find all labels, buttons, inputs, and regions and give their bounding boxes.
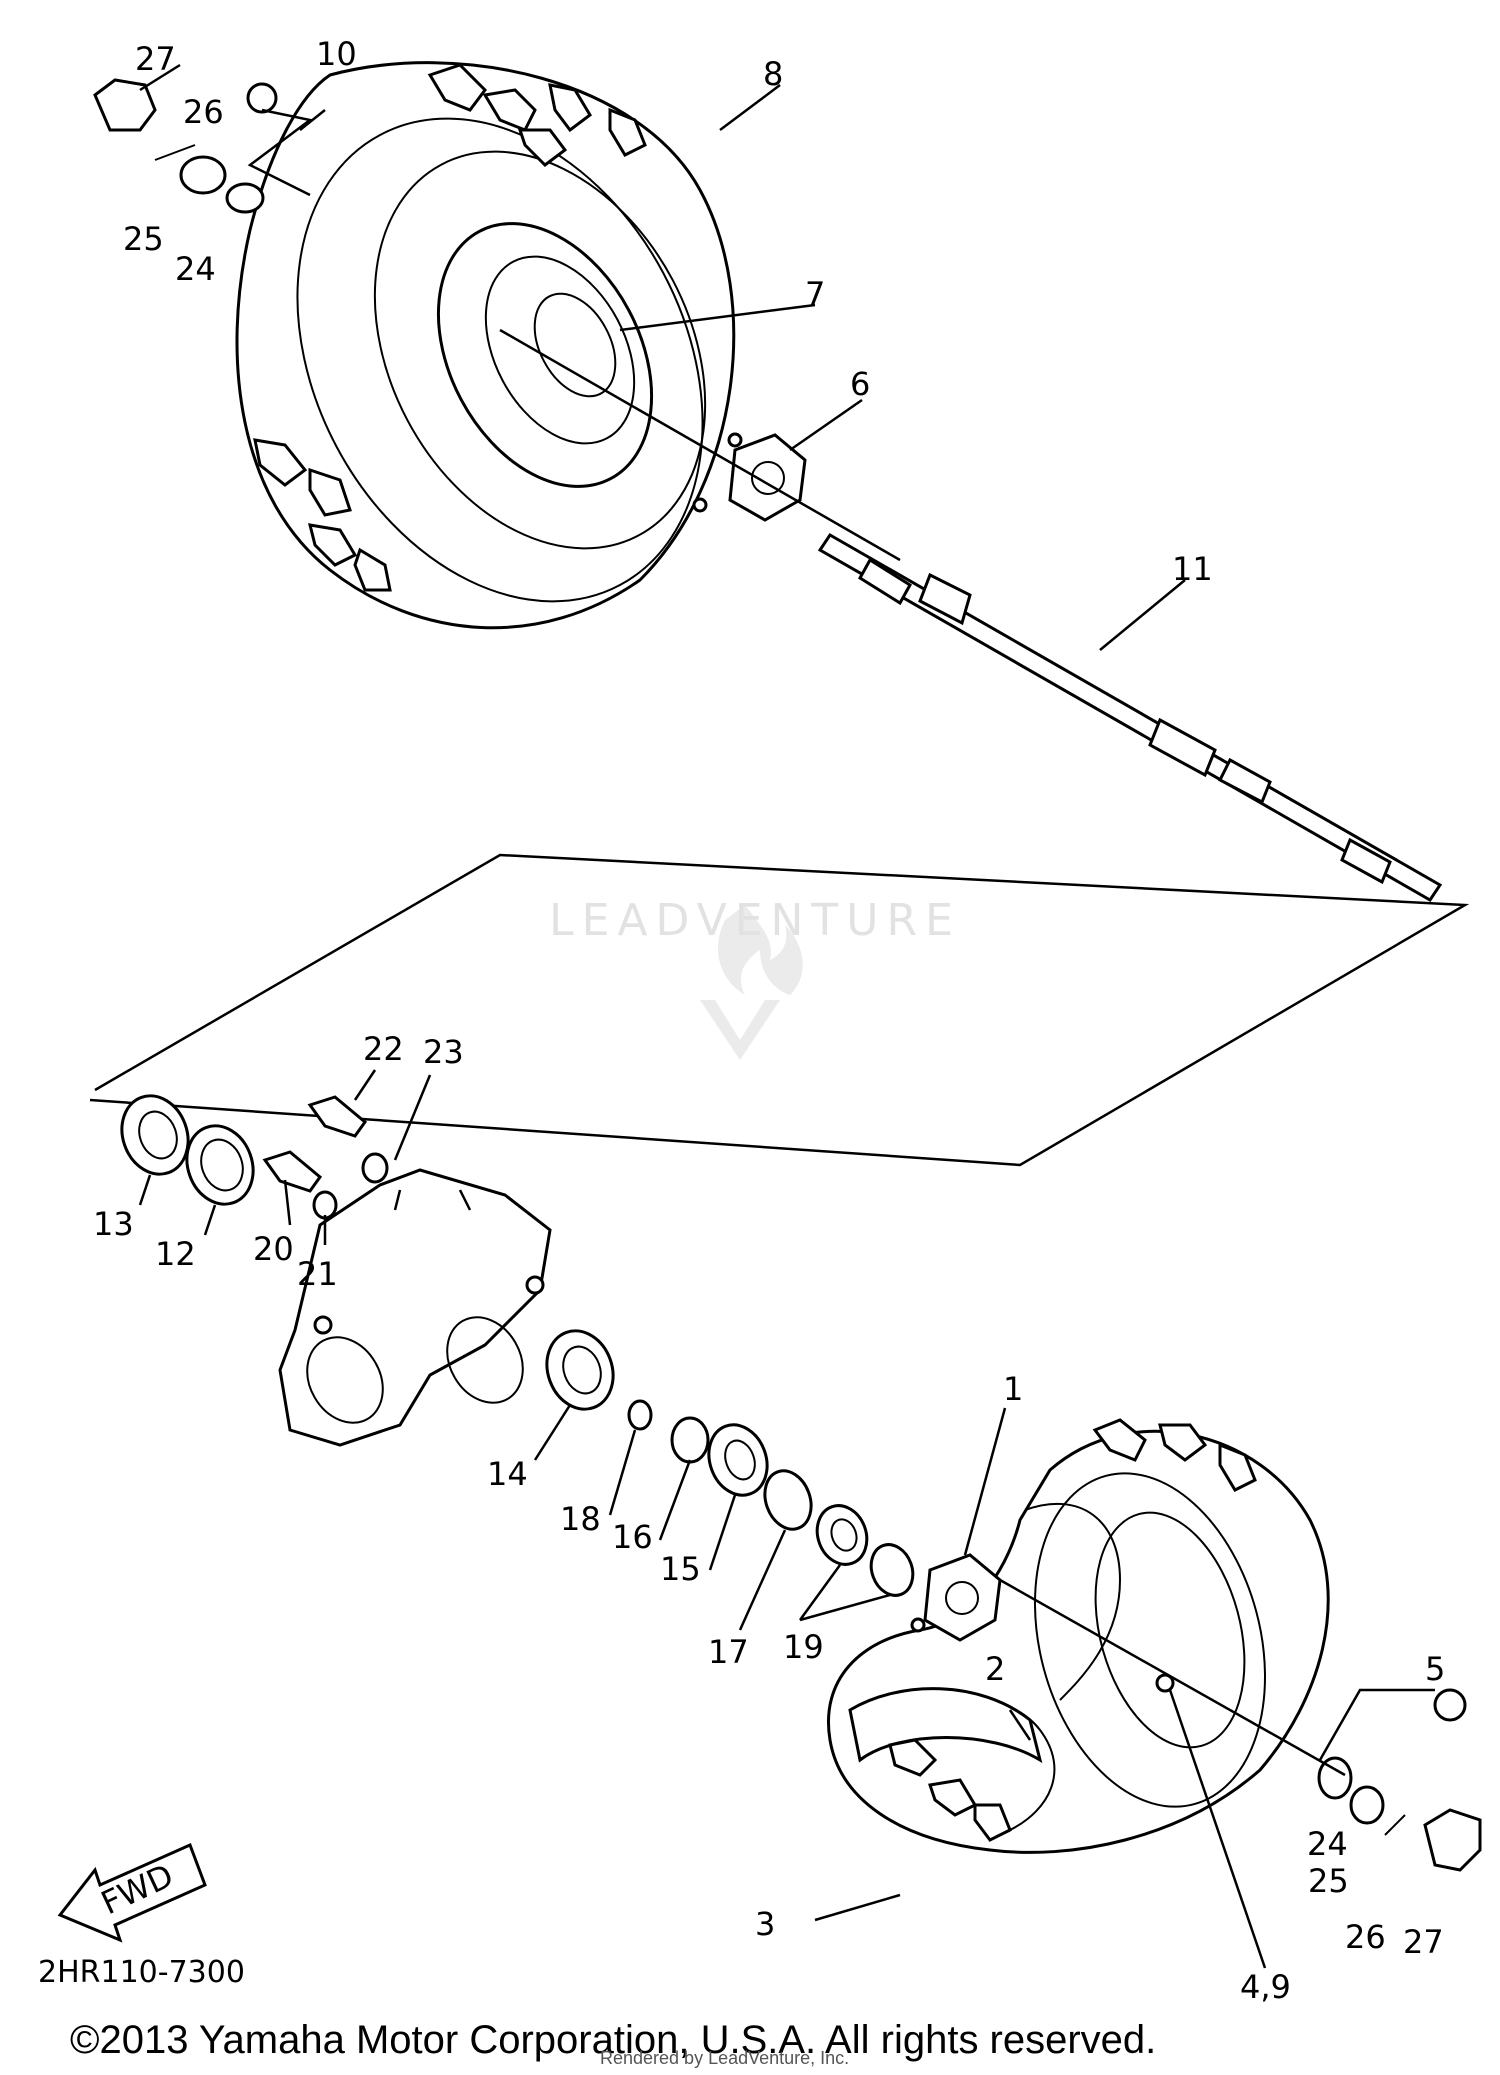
callout-19: 19 <box>783 1628 824 1666</box>
seal-14 <box>545 1329 615 1411</box>
callout-1: 1 <box>1003 1370 1023 1408</box>
axle <box>817 533 1443 902</box>
watermark-logo-icon <box>700 905 803 1060</box>
nut-10 <box>246 82 278 114</box>
callout-8: 8 <box>763 55 783 93</box>
bearing-12 <box>185 1124 255 1206</box>
bearing-15 <box>707 1423 769 1497</box>
callout-labels: 1 2 3 4,9 5 6 7 8 10 11 12 13 14 15 16 1… <box>93 35 1445 2006</box>
fwd-arrow-icon: FWD <box>57 1842 207 1943</box>
callout-25-top: 25 <box>123 220 164 258</box>
bolt-22 <box>307 1095 368 1138</box>
pin-26-top <box>154 144 196 161</box>
assembly-outline <box>89 853 1470 1167</box>
callout-7: 7 <box>805 275 825 313</box>
callout-23: 23 <box>423 1033 464 1071</box>
callout-14: 14 <box>487 1455 528 1493</box>
callout-27-top: 27 <box>135 40 176 78</box>
final-gear-housing <box>278 1168 552 1447</box>
bearing-13 <box>120 1094 190 1176</box>
washer-23 <box>361 1152 389 1184</box>
callout-26-bottom: 26 <box>1345 1918 1386 1956</box>
upper-small-parts <box>93 78 278 214</box>
cap-27-top <box>93 78 157 132</box>
copyright-notice: ©2013 Yamaha Motor Corporation, U.S.A. A… <box>70 2018 1157 2062</box>
callout-24-bottom: 24 <box>1307 1825 1348 1863</box>
callout-3: 3 <box>755 1905 775 1943</box>
upper-hub <box>692 432 807 522</box>
callout-12: 12 <box>155 1235 196 1273</box>
middle-leader-lines <box>138 1069 891 1631</box>
seals-19 <box>815 1504 915 1597</box>
lower-hub <box>910 1553 1002 1642</box>
callout-17: 17 <box>708 1633 749 1671</box>
lower-tire <box>827 1418 1330 1854</box>
washer-24-bottom <box>1317 1756 1353 1800</box>
callout-26-top: 26 <box>183 93 224 131</box>
callout-22: 22 <box>363 1030 404 1068</box>
callout-4-9: 4,9 <box>1240 1968 1291 2006</box>
callout-20: 20 <box>253 1230 294 1268</box>
bolt-4-9 <box>1155 1673 1175 1693</box>
rendered-by-credit: Rendered by LeadVenture, Inc. <box>600 2048 850 2068</box>
lower-leader-lines <box>814 1407 1435 1969</box>
callout-10: 10 <box>316 35 357 73</box>
cap-27-bottom <box>1423 1808 1482 1872</box>
washer-21 <box>312 1190 338 1220</box>
callout-11: 11 <box>1172 550 1213 588</box>
callout-24-top: 24 <box>175 250 216 288</box>
upper-tire-treads <box>253 63 647 592</box>
nut-25-top <box>179 155 227 195</box>
bolt-20 <box>262 1150 323 1193</box>
callout-15: 15 <box>660 1550 701 1588</box>
lower-tire-treads <box>888 1418 1257 1842</box>
callout-13: 13 <box>93 1205 134 1243</box>
callout-6: 6 <box>850 365 870 403</box>
watermark-text: LEADVENTURE <box>549 895 961 946</box>
callout-25-bottom: 25 <box>1308 1862 1349 1900</box>
collar-16 <box>670 1416 710 1464</box>
lower-small-parts <box>1155 1673 1482 1872</box>
washer-17 <box>763 1469 813 1531</box>
upper-leader-lines <box>139 63 1186 651</box>
callout-27-bottom: 27 <box>1403 1923 1444 1961</box>
diagram-code: 2HR110-7300 <box>38 1955 245 1990</box>
callout-16: 16 <box>612 1518 653 1556</box>
washer-24-top <box>225 182 265 214</box>
callout-21: 21 <box>297 1255 338 1293</box>
callout-2: 2 <box>985 1650 1005 1688</box>
callout-5: 5 <box>1425 1650 1445 1688</box>
pin-26-bottom <box>1384 1814 1406 1836</box>
nut-5 <box>1433 1688 1467 1722</box>
callout-18: 18 <box>560 1500 601 1538</box>
nut-25-bottom <box>1349 1785 1385 1825</box>
o-ring-18 <box>627 1399 653 1431</box>
